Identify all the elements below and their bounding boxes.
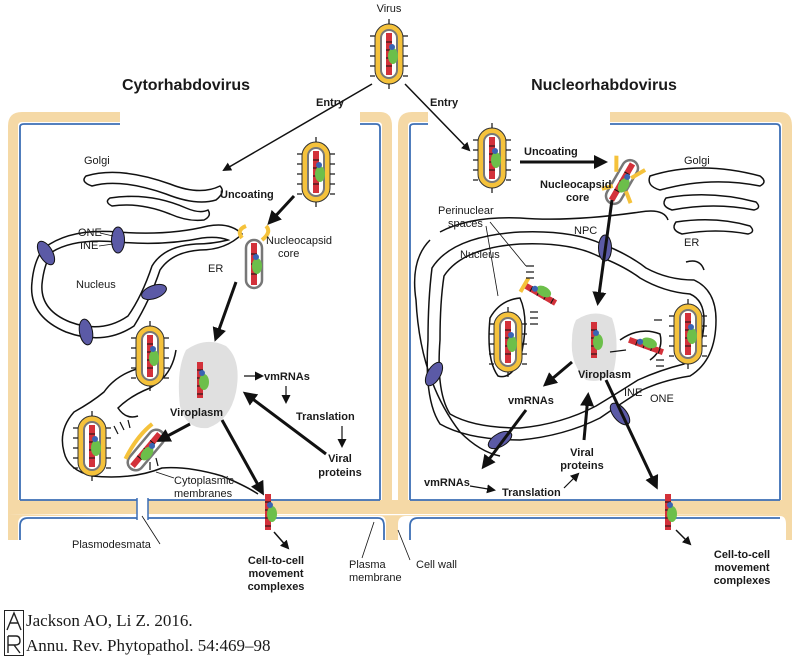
virion-icon [130, 320, 170, 392]
perinuclear-label-2: spaces [448, 218, 483, 230]
viral-proteins-label-right-2: proteins [560, 460, 603, 472]
npc-icon [76, 317, 96, 347]
cell-to-cell-label-left-2: movement [248, 568, 303, 580]
core-to-nucleus-arrow-right [592, 199, 614, 306]
translation-label-left: Translation [296, 411, 355, 423]
er-label-left: ER [208, 263, 223, 275]
vmrnas-label-left: vmRNAs [264, 371, 310, 383]
nucleocapsid-label-left-1: Nucleocapsid [266, 235, 332, 247]
nucleus-label-left: Nucleus [76, 279, 116, 291]
nucleocapsid-core-right [601, 155, 647, 209]
cell-to-cell-label-right-1: Cell-to-cell [714, 549, 770, 561]
cell-wall-right [398, 112, 792, 500]
golgi-right [648, 167, 765, 235]
golgi-left [83, 171, 223, 222]
golgi-label-left: Golgi [84, 155, 110, 167]
nucleus-label-right: Nucleus [460, 249, 500, 261]
right-entry-label: Entry [430, 97, 459, 109]
entry-arrow-left [222, 83, 373, 172]
cell-to-cell-label-left-1: Cell-to-cell [248, 555, 304, 567]
golgi-label-right: Golgi [684, 155, 710, 167]
virion-icon [369, 18, 409, 90]
nucleus-to-movement-arrow-right [604, 379, 659, 490]
npc-icon [33, 237, 59, 269]
cell-to-cell-label-right-2: movement [714, 562, 769, 574]
entry-arrow-right [404, 83, 471, 152]
perinuclear-label-1: Perinuclear [438, 205, 494, 217]
er-label-right: ER [684, 237, 699, 249]
right-panel-title: Nucleorhabdovirus [531, 77, 677, 94]
cytoplasmic-membranes-label-2: membranes [174, 488, 233, 500]
nucleus-left [30, 224, 244, 339]
er-right [413, 210, 669, 457]
cell-to-cell-label-left-3: complexes [248, 581, 305, 593]
citation-line-1: Jackson AO, Li Z. 2016. [26, 611, 193, 630]
plasma-membrane-label-1: Plasma [349, 559, 387, 571]
uncoating-arrow-left [267, 194, 296, 225]
core-to-viroplasm-arrow-left [212, 281, 238, 342]
virus-label: Virus [377, 3, 402, 15]
ine-label-left: INE [80, 240, 98, 252]
left-entry-label: Entry [316, 97, 345, 109]
vmrnas-label-right-cyto: vmRNAs [424, 477, 470, 489]
npc-label: NPC [574, 225, 597, 237]
right-uncoating-label: Uncoating [524, 146, 578, 158]
left-panel-title: Cytorhabdovirus [122, 77, 250, 94]
budding-virion-left [123, 422, 169, 475]
one-label-right: ONE [650, 393, 674, 405]
plasmodesmata-label: Plasmodesmata [72, 539, 152, 551]
cell-wall-left [8, 112, 392, 500]
cell-to-cell-label-right-3: complexes [714, 575, 771, 587]
er-membrane-left [61, 335, 259, 495]
nucleocapsid-label-left-2: core [278, 248, 299, 260]
virion-icon [488, 306, 528, 378]
proteins-to-viroplasm-arrow-left [242, 391, 327, 456]
viroplasm-label-left: Viroplasm [170, 407, 223, 419]
translation-label-right: Translation [502, 487, 561, 499]
left-uncoating-label: Uncoating [220, 189, 274, 201]
virion-icon [472, 122, 512, 194]
budding-virion-right-1 [518, 276, 561, 307]
viroplasm-to-movement-arrow-left [220, 419, 264, 496]
viroplasm-to-membrane-arrow-left [156, 422, 191, 442]
cell-wall-label: Cell wall [416, 559, 457, 571]
nucleocapsid-label-right-2: core [566, 192, 589, 204]
one-label-left: ONE [78, 227, 102, 239]
vmrnas-label-right-nuclear: vmRNAs [508, 395, 554, 407]
viral-proteins-label-right-1: Viral [570, 447, 594, 459]
virion-icon [668, 298, 708, 370]
cell-wall-bottom [8, 498, 792, 540]
cytoplasmic-membranes-label-1: Cytoplasmic [174, 475, 234, 487]
plasma-membrane-label-2: membrane [349, 572, 402, 584]
npc-icon [111, 226, 125, 254]
viral-proteins-label-left-1: Viral [328, 453, 352, 465]
viral-proteins-label-left-2: proteins [318, 467, 361, 479]
nucleocapsid-core-left [237, 224, 271, 290]
viroplasm-label-right: Viroplasm [578, 369, 631, 381]
annual-reviews-logo [4, 610, 24, 656]
nucleocapsid-label-right-1: Nucleocapsid [540, 179, 612, 191]
citation-line-2: Annu. Rev. Phytopathol. 54:469–98 [26, 636, 271, 655]
virion-icon [296, 136, 336, 208]
ine-label-right: INE [624, 387, 642, 399]
